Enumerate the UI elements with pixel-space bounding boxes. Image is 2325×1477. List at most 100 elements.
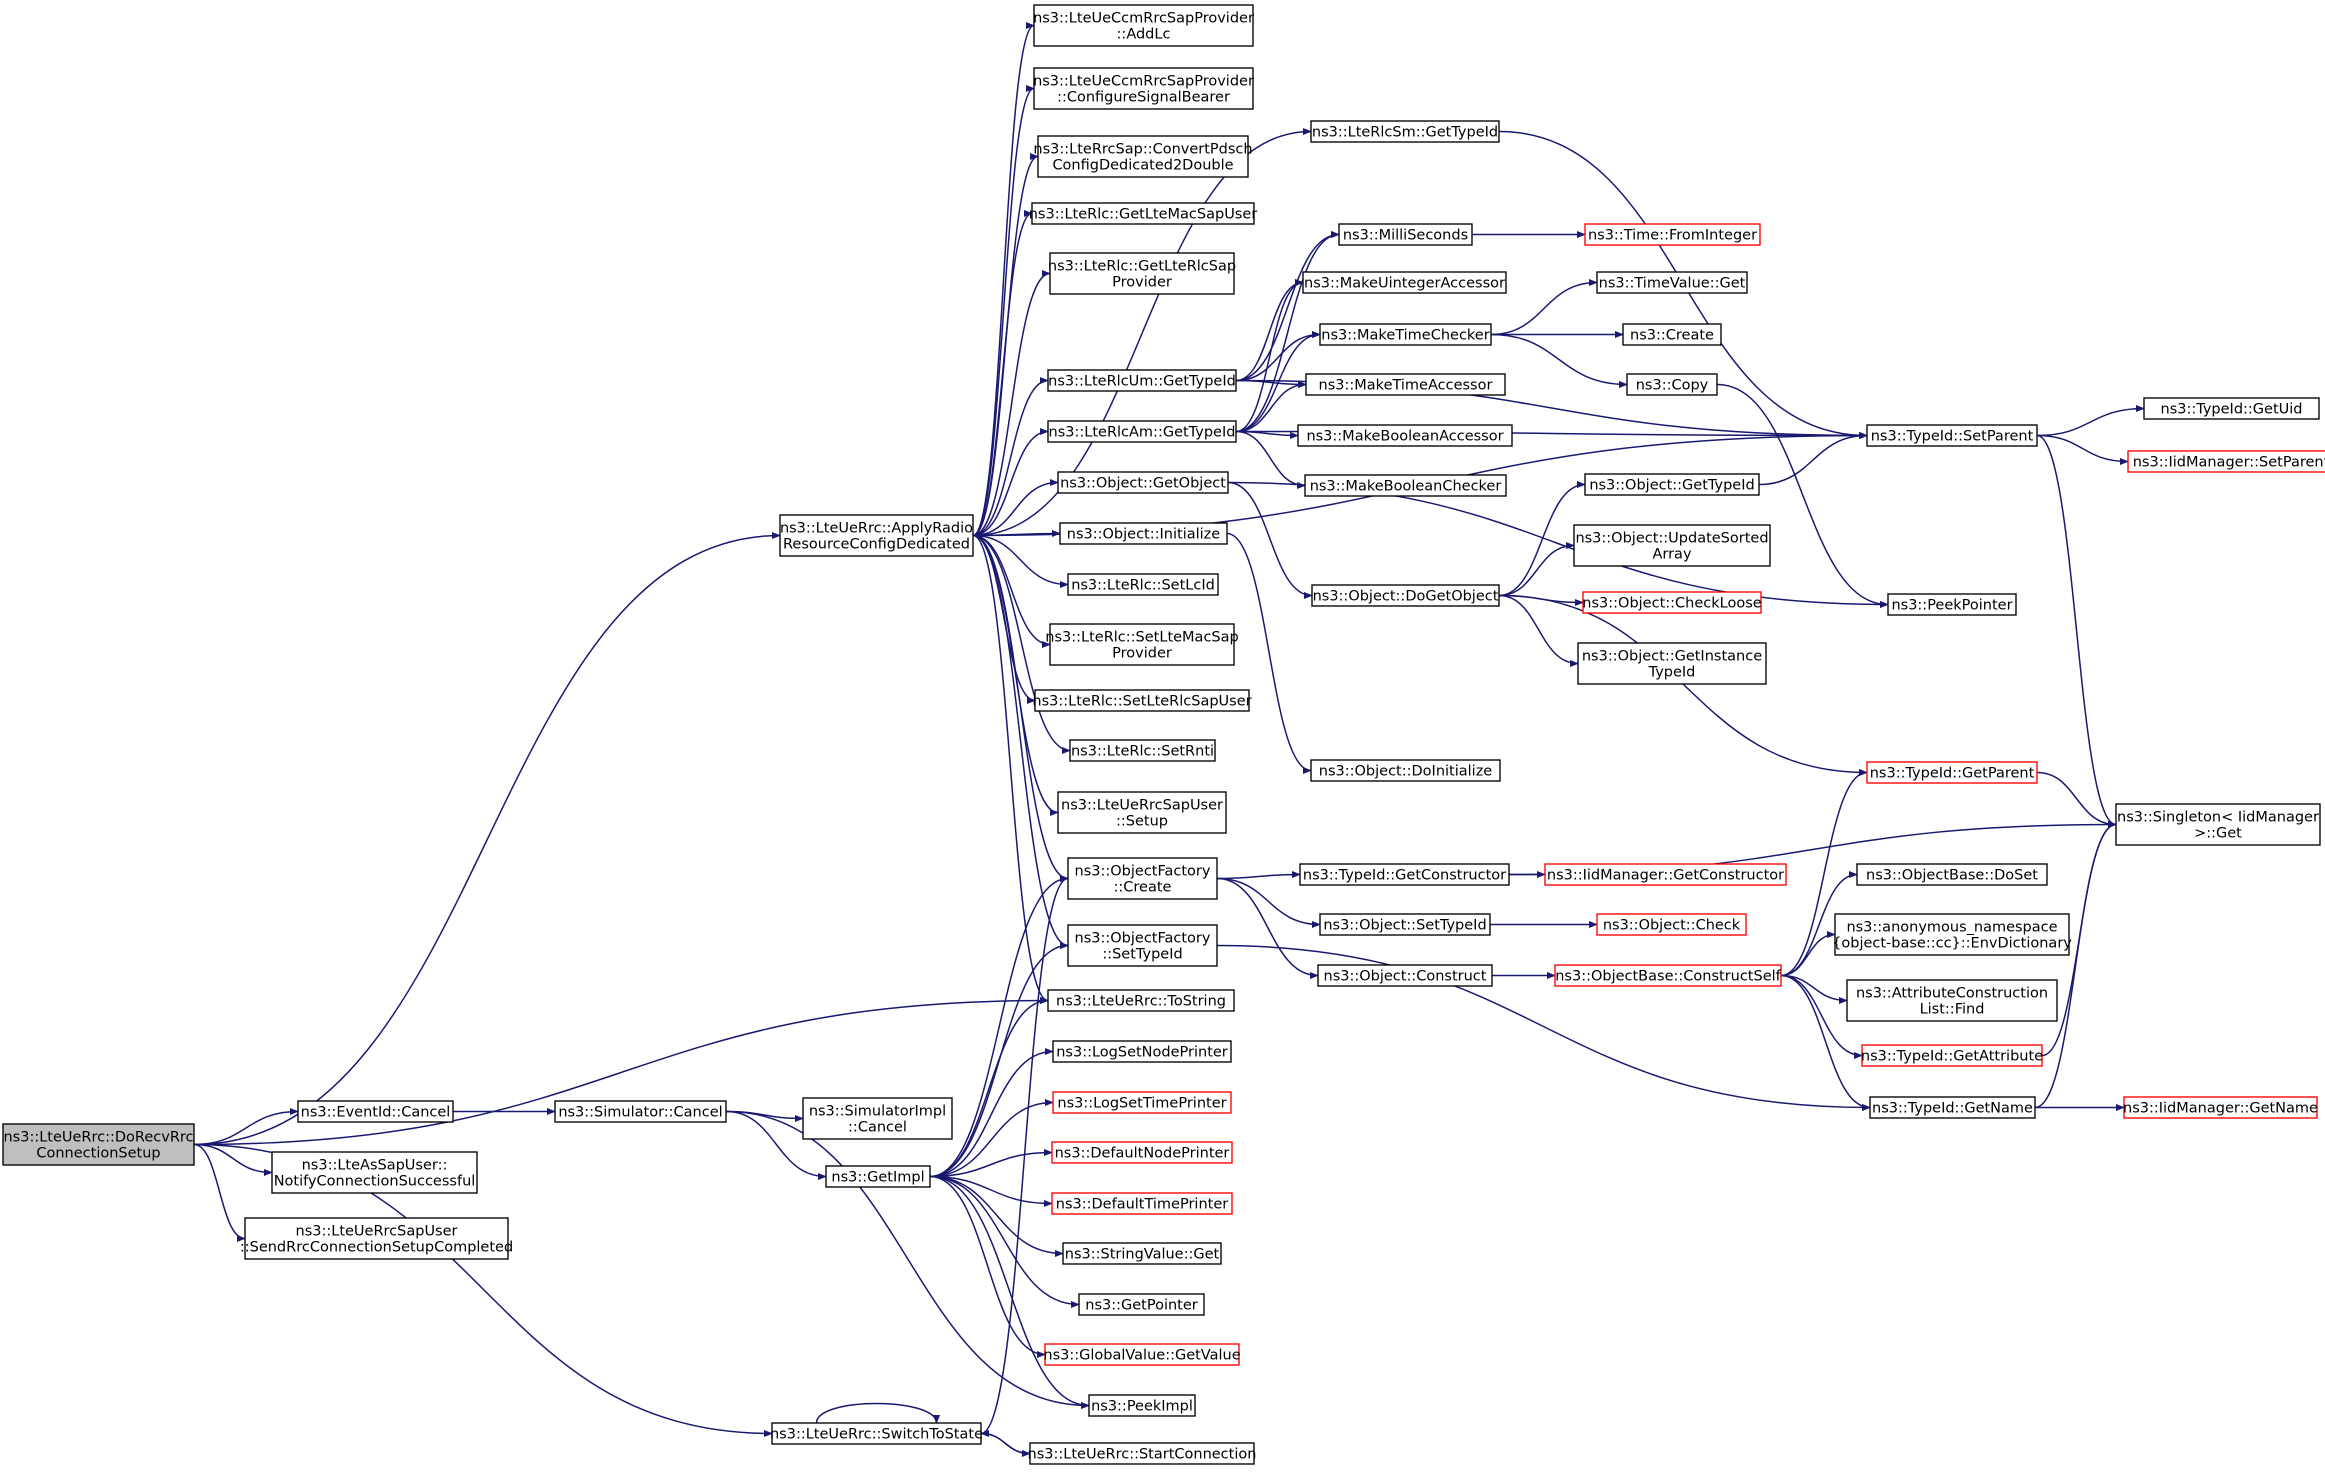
node-singleton[interactable]: ns3::Singleton< IidManager>::Get <box>2115 803 2321 846</box>
node-getltemacsapuser[interactable]: ns3::LteRlc::GetLteMacSapUser <box>1029 202 1258 225</box>
node-box <box>1062 1242 1222 1265</box>
edge-rlcam-to-millis <box>1235 230 1340 433</box>
node-mkboolacc[interactable]: ns3::MakeBooleanAccessor <box>1297 424 1513 447</box>
node-ofcreate[interactable]: ns3::ObjectFactory::Create <box>1067 857 1218 900</box>
node-eventcancel[interactable]: ns3::EventId::Cancel <box>297 1100 454 1123</box>
node-getpointer[interactable]: ns3::GetPointer <box>1078 1293 1205 1316</box>
node-tostring[interactable]: ns3::LteUeRrc::ToString <box>1047 989 1235 1012</box>
node-logsettime[interactable]: ns3::LogSetTimePrinter <box>1052 1091 1232 1114</box>
node-notifyconn[interactable]: ns3::LteAsSapUser::NotifyConnectionSucce… <box>271 1151 478 1194</box>
node-setrnti[interactable]: ns3::LteRlc::SetRnti <box>1069 739 1216 762</box>
node-getimpl[interactable]: ns3::GetImpl <box>825 1165 931 1188</box>
node-setlcid[interactable]: ns3::LteRlc::SetLcId <box>1067 573 1219 596</box>
node-label: ns3::IidManager::SetParent <box>2133 455 2325 471</box>
call-edge <box>972 534 1049 1004</box>
node-timefromint[interactable]: ns3::Time::FromInteger <box>1584 223 1761 246</box>
node-rlcsm[interactable]: ns3::LteRlcSm::GetTypeId <box>1310 120 1500 143</box>
node-objdoget[interactable]: ns3::Object::DoGetObject <box>1311 584 1500 607</box>
node-startconn[interactable]: ns3::LteUeRrc::StartConnection <box>1028 1442 1257 1465</box>
node-tidgetattr[interactable]: ns3::TypeId::GetAttribute <box>1861 1044 2043 1067</box>
node-apply[interactable]: ns3::LteUeRrc::ApplyRadioResourceConfigD… <box>779 514 974 557</box>
node-millis[interactable]: ns3::MilliSeconds <box>1338 223 1473 246</box>
node-peekimpl[interactable]: ns3::PeekImpl <box>1088 1394 1196 1417</box>
node-box <box>1834 913 2070 956</box>
node-label: {object-base::cc}::EnvDictionary <box>1832 936 2072 952</box>
node-timevalget[interactable]: ns3::TimeValue::Get <box>1596 271 1748 294</box>
node-switchstate[interactable]: ns3::LteUeRrc::SwitchToState <box>770 1422 983 1445</box>
node-mkboolchk[interactable]: ns3::MakeBooleanChecker <box>1304 474 1507 497</box>
node-rlcam[interactable]: ns3::LteRlcAm::GetTypeId <box>1047 420 1237 443</box>
node-envdict[interactable]: ns3::anonymous_namespace{object-base::cc… <box>1832 913 2072 956</box>
node-label: ns3::GetImpl <box>831 1170 924 1186</box>
call-edge <box>193 1107 299 1146</box>
node-objdoinit[interactable]: ns3::Object::DoInitialize <box>1310 759 1501 782</box>
node-box <box>1034 689 1250 712</box>
node-label: ns3::Singleton< IidManager <box>2117 810 2319 826</box>
node-getobject[interactable]: ns3::Object::GetObject <box>1057 471 1229 494</box>
node-iidgetctor[interactable]: ns3::IidManager::GetConstructor <box>1544 863 1787 886</box>
node-convertpdsch[interactable]: ns3::LteRrcSap::ConvertPdschConfigDedica… <box>1033 135 1253 178</box>
call-edge <box>1226 532 1312 775</box>
node-mkuint[interactable]: ns3::MakeUintegerAccessor <box>1302 271 1507 294</box>
node-objsettid[interactable]: ns3::Object::SetTypeId <box>1319 913 1491 936</box>
node-label: ns3::LteRlc::SetLteRlcSapUser <box>1032 694 1251 710</box>
node-mktimeacc[interactable]: ns3::MakeTimeAccessor <box>1305 373 1506 396</box>
node-mktimechk[interactable]: ns3::MakeTimeChecker <box>1319 323 1492 346</box>
node-iidgetname[interactable]: ns3::IidManager::GetName <box>2123 1096 2318 1119</box>
edge-getimpl-to-getpointer <box>929 1175 1080 1309</box>
node-globalget[interactable]: ns3::GlobalValue::GetValue <box>1043 1343 1241 1366</box>
node-label: ConfigDedicated2Double <box>1052 158 1233 174</box>
node-copy[interactable]: ns3::Copy <box>1626 373 1718 396</box>
node-box <box>1310 759 1501 782</box>
node-tidsetparent[interactable]: ns3::TypeId::SetParent <box>1866 424 2038 447</box>
node-objconstruct[interactable]: ns3::Object::Construct <box>1317 964 1493 987</box>
node-objgettid[interactable]: ns3::Object::GetTypeId <box>1584 473 1760 496</box>
edge-rlcam-to-mkboolchk <box>1235 430 1306 490</box>
node-setlterlcsapuser[interactable]: ns3::LteRlc::SetLteRlcSapUser <box>1032 689 1252 712</box>
node-label: ns3::TypeId::GetParent <box>1870 766 2035 782</box>
node-sendrrc[interactable]: ns3::LteUeRrcSapUser::SendRrcConnectionS… <box>240 1217 513 1260</box>
node-strvalget[interactable]: ns3::StringValue::Get <box>1062 1242 1222 1265</box>
node-iidsetparent[interactable]: ns3::IidManager::SetParent <box>2127 450 2325 473</box>
node-objbasedoset[interactable]: ns3::ObjectBase::DoSet <box>1856 863 2048 886</box>
node-tidgetparent[interactable]: ns3::TypeId::GetParent <box>1866 761 2038 784</box>
node-label: ns3::TypeId::GetName <box>1872 1101 2033 1117</box>
node-create[interactable]: ns3::Create <box>1622 323 1722 346</box>
node-label: ns3::ObjectFactory <box>1075 931 1211 947</box>
node-tidgetuid[interactable]: ns3::TypeId::GetUid <box>2143 397 2320 420</box>
node-box <box>1866 424 2038 447</box>
node-simimplcancel[interactable]: ns3::SimulatorImpl::Cancel <box>802 1097 953 1140</box>
node-objcheckloose[interactable]: ns3::Object::CheckLoose <box>1582 591 1762 614</box>
node-label: ns3::LteUeRrcSapUser <box>296 1224 458 1240</box>
call-edge <box>815 1402 941 1424</box>
node-box <box>1031 202 1255 225</box>
node-box <box>297 1100 454 1123</box>
node-deftime[interactable]: ns3::DefaultTimePrinter <box>1051 1192 1233 1215</box>
node-ofsettypeid[interactable]: ns3::ObjectFactory::SetTypeId <box>1067 924 1218 967</box>
node-simcancel[interactable]: ns3::Simulator::Cancel <box>554 1100 727 1123</box>
node-addlc[interactable]: ns3::LteUeCcmRrcSapProvider::AddLc <box>1033 4 1254 47</box>
node-objcheck[interactable]: ns3::Object::Check <box>1596 913 1747 936</box>
call-edge <box>1216 944 1871 1112</box>
node-rrcsapsetup[interactable]: ns3::LteUeRrcSapUser::Setup <box>1057 791 1227 834</box>
node-tidgetname[interactable]: ns3::TypeId::GetName <box>1869 1096 2036 1119</box>
node-label: Array <box>1652 547 1691 563</box>
node-box <box>1573 524 1771 567</box>
node-objinit[interactable]: ns3::Object::Initialize <box>1059 522 1228 545</box>
edge-getimpl-to-globalget <box>929 1175 1046 1359</box>
node-box <box>1044 1343 1240 1366</box>
node-peekpointer[interactable]: ns3::PeekPointer <box>1887 593 2017 616</box>
node-logsetnode[interactable]: ns3::LogSetNodePrinter <box>1052 1040 1232 1063</box>
node-constructself[interactable]: ns3::ObjectBase::ConstructSelf <box>1554 964 1782 987</box>
node-rlcum[interactable]: ns3::LteRlcUm::GetTypeId <box>1047 369 1237 392</box>
node-defnode[interactable]: ns3::DefaultNodePrinter <box>1051 1141 1233 1164</box>
node-configsig[interactable]: ns3::LteUeCcmRrcSapProvider::ConfigureSi… <box>1033 67 1254 110</box>
node-tidgetctor[interactable]: ns3::TypeId::GetConstructor <box>1299 863 1510 886</box>
node-label: ns3::LteRlcSm::GetTypeId <box>1312 125 1498 141</box>
